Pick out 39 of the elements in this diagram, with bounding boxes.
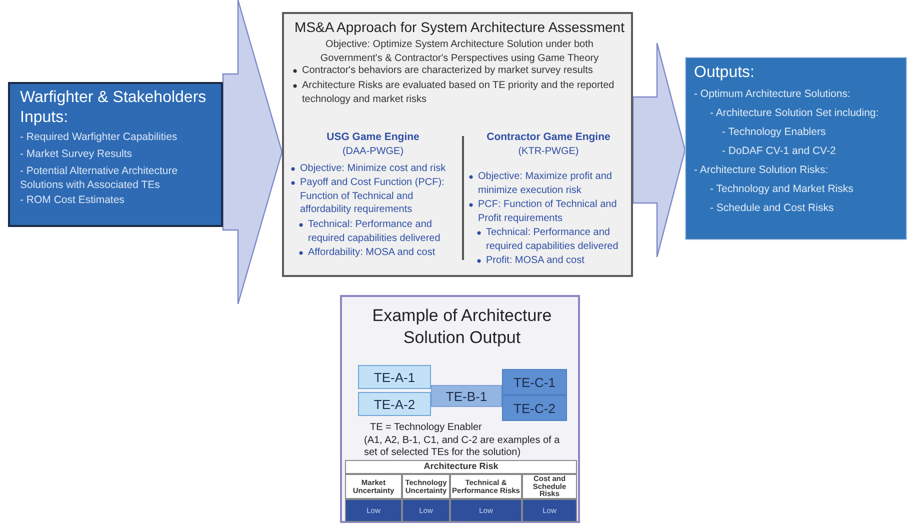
objective-text: Objective: Optimize System Architecture Solution under both Government's & Contractor's Perspectives using Game Theory (319, 38, 600, 65)
enabler-label: TE-C-1 (514, 376, 556, 388)
enabler-box (358, 392, 431, 416)
list-item: - DoDAF CV-1 and CV-2 (722, 145, 837, 159)
enabler-label: TE-B-1 (446, 390, 488, 402)
list-item: - Potential Alternative Architecture Solutions with Associated TEs (20, 165, 179, 192)
block-arrow (632, 42, 686, 258)
enabler-label: TE-A-1 (374, 370, 416, 384)
input-box (8, 82, 223, 227)
table-header-cell: Architecture Risk (345, 460, 577, 474)
note-text: (A1, A2, B-1, C1, and C-2 are examples of a set of selected TEs for the solution) (364, 435, 561, 459)
enabler-box (502, 369, 567, 395)
panel-title: MS&A Approach for System Architecture Assessment (294, 18, 626, 37)
block-arrow (222, 0, 283, 305)
enabler-box (358, 365, 431, 389)
box-heading: Warfighter & Stakeholders Inputs: (20, 88, 208, 128)
engine-subheading: (DAA-PWGE) (341, 145, 405, 158)
note-text: TE = Technology Enabler (370, 422, 483, 434)
list-item: - Architecture Solution Set including: (710, 107, 880, 121)
list-item: - ROM Cost Estimates (20, 194, 126, 208)
list-item: - Optimum Architecture Solutions: (694, 88, 852, 102)
list-item: - Technology and Market Risks (710, 183, 854, 197)
example-panel (340, 295, 580, 523)
box-heading: Outputs: (694, 63, 756, 83)
enabler-box (431, 385, 502, 407)
engine-subheading: (KTR-PWGE) (517, 145, 580, 158)
enabler-label: TE-A-2 (374, 398, 416, 410)
enabler-label: TE-C-2 (514, 402, 556, 414)
list-item: - Technology Enablers (722, 126, 827, 140)
list-item: - Required Warfighter Capabilities (20, 131, 178, 145)
engine-heading: USG Game Engine (326, 130, 420, 144)
engine-heading: Contractor Game Engine (486, 130, 612, 144)
approach-panel (282, 12, 633, 277)
output-box (685, 57, 907, 240)
list-item: - Market Survey Results (20, 148, 134, 162)
enabler-box (502, 395, 567, 421)
list-item: - Architecture Solution Risks: (694, 164, 830, 178)
panel-title: Example of Architecture Solution Output (371, 305, 553, 350)
list-item: - Schedule and Cost Risks (710, 202, 835, 216)
